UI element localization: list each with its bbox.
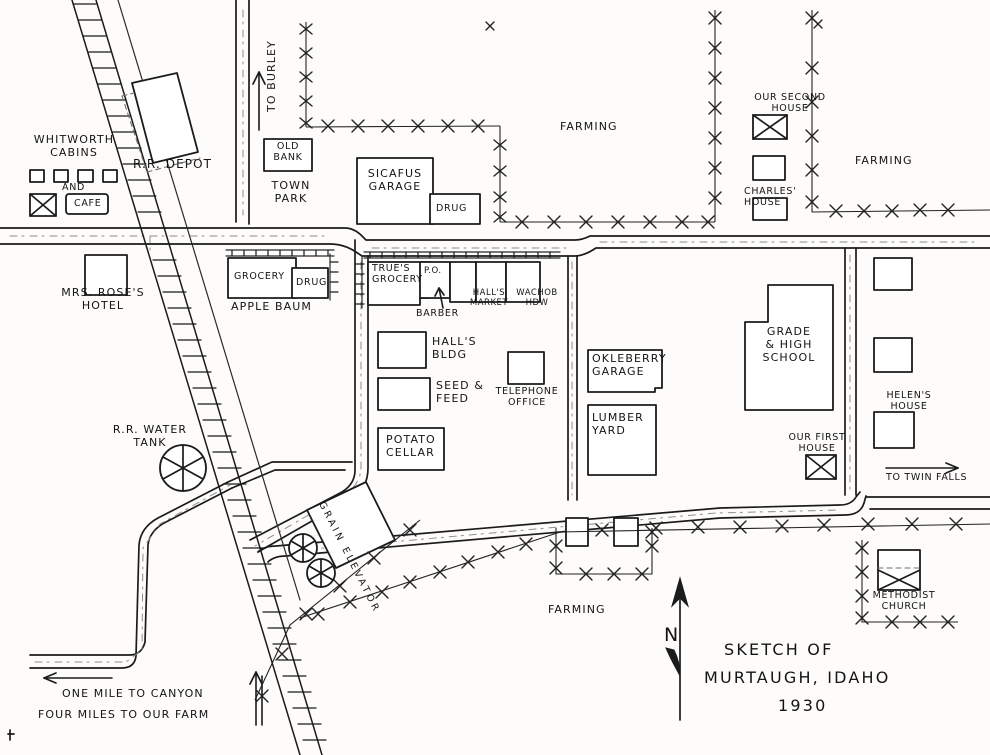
direction-arrows bbox=[7, 71, 959, 741]
barber-building bbox=[449, 261, 477, 303]
applebaum-sidewalk-ticks bbox=[231, 249, 329, 257]
canyon-road-south-edge bbox=[29, 481, 229, 669]
east-house-1 bbox=[873, 257, 913, 291]
main-street-centerline bbox=[9, 235, 981, 249]
methodist-church-building bbox=[877, 549, 921, 591]
cabin-1 bbox=[29, 169, 45, 183]
fence-church-yard bbox=[861, 540, 958, 623]
fence-shed-pen bbox=[555, 528, 653, 575]
methodist-church-x bbox=[877, 569, 921, 591]
applebaum-side-ticks bbox=[329, 261, 339, 293]
rail-line-west bbox=[71, 0, 301, 755]
title-line-1: SKETCH OF bbox=[724, 640, 834, 659]
cafe-building bbox=[65, 193, 109, 215]
rr-water-tank-spokes bbox=[162, 444, 204, 492]
twin-falls-arrow-head bbox=[945, 462, 959, 474]
fence-lines bbox=[254, 10, 990, 703]
corner-tick-mark bbox=[7, 729, 15, 741]
fence-top-horizontal bbox=[305, 125, 501, 128]
potato-cellar-building bbox=[377, 427, 445, 471]
telephone-office-building bbox=[507, 351, 545, 385]
street-network bbox=[0, 0, 990, 669]
cabin-2 bbox=[53, 169, 69, 183]
business-block-sidewalk bbox=[363, 251, 561, 259]
elevator-road-south-edge bbox=[227, 461, 353, 483]
drug-north-building bbox=[429, 193, 481, 225]
east-house-2 bbox=[873, 337, 913, 373]
old-bank-building bbox=[263, 138, 313, 172]
grocery-building bbox=[227, 257, 297, 299]
main-street-south-edge bbox=[0, 243, 990, 257]
halls-market-building bbox=[475, 261, 507, 303]
elevator-road-north-edge bbox=[231, 469, 346, 489]
fence-bottom-long bbox=[299, 523, 990, 619]
business-block-side-ticks bbox=[355, 263, 365, 305]
rr-depot-platform bbox=[121, 92, 201, 173]
our-second-house-x bbox=[752, 114, 788, 140]
charles-house-building bbox=[752, 197, 788, 221]
post-office-building bbox=[419, 261, 451, 299]
rr-depot-building bbox=[131, 72, 199, 164]
drug-west-building bbox=[291, 267, 329, 299]
canyon-road-north-edge bbox=[29, 487, 233, 656]
house-near-charles bbox=[752, 155, 786, 181]
fence-stray-marks bbox=[485, 19, 823, 31]
compass-rose bbox=[665, 576, 690, 721]
seed-feed-building bbox=[377, 377, 431, 411]
halls-bldg-building bbox=[377, 331, 427, 369]
grain-elevator-building bbox=[306, 481, 396, 569]
main-street-north-edge bbox=[0, 227, 990, 241]
railroad-track bbox=[71, 0, 327, 755]
cabin-3 bbox=[77, 169, 94, 183]
buildings bbox=[29, 72, 921, 591]
helens-house-building bbox=[873, 411, 915, 449]
shed-2 bbox=[613, 517, 639, 547]
okleberry-garage-building bbox=[587, 349, 663, 393]
south-street-centerline bbox=[289, 509, 841, 552]
our-first-house-x bbox=[805, 454, 837, 480]
lumber-yard-building bbox=[587, 404, 657, 476]
grain-silo-1-spokes bbox=[290, 533, 316, 563]
burley-arrow-head bbox=[252, 71, 266, 85]
rail-ties bbox=[72, 3, 327, 741]
fence-east-horizontal bbox=[811, 209, 990, 213]
mrs-rose-hotel-building bbox=[84, 254, 128, 296]
sicafus-garage-building bbox=[356, 157, 434, 225]
grade-high-school-building bbox=[744, 284, 834, 411]
south-street-south-edge bbox=[267, 495, 867, 563]
cabin-4 bbox=[102, 169, 118, 183]
compass-south-flare bbox=[665, 647, 681, 677]
compass-north-head bbox=[670, 576, 690, 608]
center-street-west-edge bbox=[249, 239, 356, 541]
whitworth-house-x bbox=[29, 193, 57, 217]
wachob-hdw-building bbox=[505, 261, 541, 303]
business-block-sidewalk-ticks bbox=[369, 251, 551, 259]
title-line-2: MURTAUGH, IDAHO bbox=[704, 668, 891, 687]
grain-silo-2-spokes bbox=[308, 558, 334, 588]
rail-direction-arrow-head bbox=[249, 671, 263, 685]
barber-arrow-head bbox=[434, 287, 445, 297]
rail-line-east bbox=[95, 0, 323, 755]
title-line-3: 1930 bbox=[778, 696, 828, 715]
canyon-road-centerline bbox=[34, 484, 231, 663]
barber-arrow bbox=[438, 287, 444, 309]
canyon-arrow-head bbox=[43, 672, 57, 684]
